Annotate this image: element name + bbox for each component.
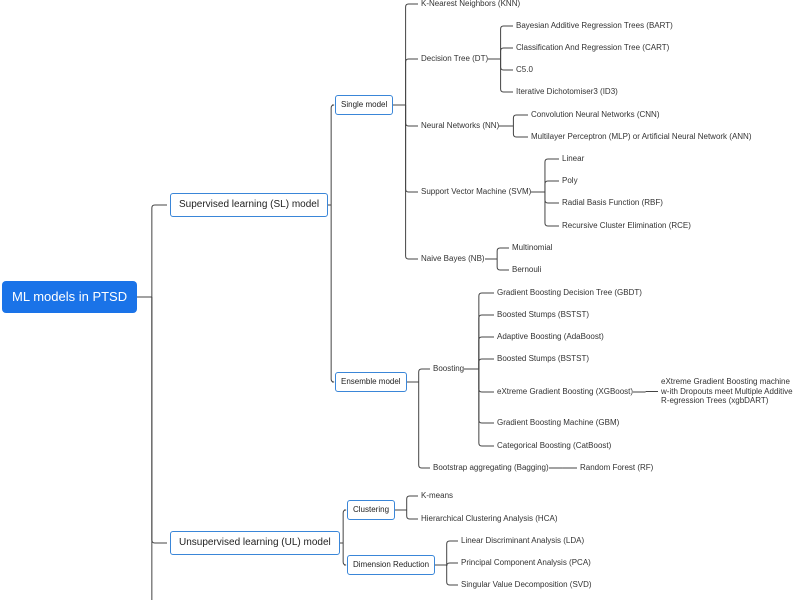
connector-dimred-svd [446, 565, 458, 586]
connector-sl-ensemble [330, 205, 335, 383]
connector-boosting-gbdt [478, 292, 494, 369]
connector-clustering-hca [406, 510, 418, 520]
node-cart[interactable]: Classification And Regression Tree (CART… [516, 43, 670, 52]
node-dimension-reduction[interactable]: Dimension Reduction [347, 555, 436, 575]
node-svm[interactable]: Support Vector Machine (SVM) [421, 187, 532, 196]
connector-single-dt [405, 58, 418, 105]
connector-nn-mlp [512, 126, 528, 138]
connector-dt-cart [500, 47, 513, 59]
connector-svm-linear [544, 158, 559, 192]
node-bernouli[interactable]: Bernouli [512, 265, 542, 274]
connector-single-nb [405, 105, 418, 260]
node-k-means[interactable]: K-means [421, 491, 454, 500]
connector-boosting-bstst2 [478, 358, 494, 369]
node-c50[interactable]: C5.0 [516, 65, 533, 74]
node-linear[interactable]: Linear [562, 154, 585, 163]
node-pca[interactable]: Principal Component Analysis (PCA) [461, 558, 591, 567]
connector-single-knn [405, 3, 418, 105]
connector-nb-bernouli [496, 259, 509, 271]
node-xgbdart[interactable]: eXtreme Gradient Boosting machine w-ith … [661, 377, 793, 405]
connector-svm-rbf [544, 192, 559, 204]
connector-svm-rce [544, 192, 559, 227]
connector-single-svm [405, 105, 418, 193]
connector-boosting-adaboost [478, 336, 494, 369]
node-lda[interactable]: Linear Discriminant Analysis (LDA) [461, 536, 585, 545]
node-mlp[interactable]: Multilayer Perceptron (MLP) or Artificia… [531, 132, 752, 141]
node-multinomial[interactable]: Multinomial [512, 243, 553, 252]
node-xgboost[interactable]: eXtreme Gradient Boosting (XGBoost) [497, 387, 634, 396]
connector-dimred-lda [446, 540, 458, 565]
connector-dt-id3 [500, 59, 513, 93]
node-random-forest[interactable]: Random Forest (RF) [580, 463, 654, 472]
connector-root-ul [151, 297, 167, 544]
node-id3[interactable]: Iterative Dichotomiser3 (ID3) [516, 87, 618, 96]
connector-ul-clustering [342, 509, 347, 543]
node-unsupervised-learning[interactable]: Unsupervised learning (UL) model [170, 531, 340, 555]
connector-root-sl [151, 204, 167, 297]
connector-sl-single [330, 104, 335, 205]
node-knn[interactable]: K-Nearest Neighbors (KNN) [421, 0, 521, 8]
connector-boosting-catboost [478, 369, 494, 447]
node-rce[interactable]: Recursive Cluster Elimination (RCE) [562, 221, 691, 230]
node-boosted-stumps-1[interactable]: Boosted Stumps (BSTST) [497, 310, 590, 319]
connector-dt-c50 [500, 59, 513, 71]
node-poly[interactable]: Poly [562, 176, 578, 185]
node-neural-networks[interactable]: Neural Networks (NN) [421, 121, 500, 130]
connector-single-nn [405, 105, 418, 127]
node-boosted-stumps-2[interactable]: Boosted Stumps (BSTST) [497, 354, 590, 363]
node-ensemble-model[interactable]: Ensemble model [335, 372, 407, 392]
node-adaboost[interactable]: Adaptive Boosting (AdaBoost) [497, 332, 604, 341]
connector-boosting-bstst1 [478, 314, 494, 369]
node-rbf[interactable]: Radial Basis Function (RBF) [562, 198, 663, 207]
node-single-model[interactable]: Single model [335, 95, 394, 115]
connector-dimred-pca [446, 562, 458, 567]
connector-ensemble-boosting [418, 368, 430, 382]
node-svd[interactable]: Singular Value Decomposition (SVD) [461, 580, 592, 589]
connector-ul-dimred [342, 543, 347, 566]
connector-ensemble-bagging [418, 382, 430, 469]
node-gbm[interactable]: Gradient Boosting Machine (GBM) [497, 418, 620, 427]
connector-boosting-gbm [478, 369, 494, 424]
node-cnn[interactable]: Convolution Neural Networks (CNN) [531, 110, 660, 119]
node-naive-bayes[interactable]: Naive Bayes (NB) [421, 254, 485, 263]
node-bart[interactable]: Bayesian Additive Regression Trees (BART… [516, 21, 673, 30]
node-boosting[interactable]: Boosting [433, 364, 465, 373]
connector-nn-cnn [512, 114, 528, 126]
node-decision-tree[interactable]: Decision Tree (DT) [421, 54, 489, 63]
connector-dt-bart [500, 25, 513, 59]
node-clustering[interactable]: Clustering [347, 500, 396, 520]
node-hca[interactable]: Hierarchical Clustering Analysis (HCA) [421, 514, 558, 523]
connector-svm-poly [544, 180, 559, 192]
connector-clustering-kmeans [406, 495, 418, 510]
root-node-ml-models-in-ptsd[interactable]: ML models in PTSD [2, 281, 138, 313]
node-supervised-learning[interactable]: Supervised learning (SL) model [170, 193, 329, 217]
connector-boosting-xgboost [478, 369, 494, 393]
node-gbdt[interactable]: Gradient Boosting Decision Tree (GBDT) [497, 288, 642, 297]
node-bagging[interactable]: Bootstrap aggregating (Bagging) [433, 463, 549, 472]
connector-nb-multinomial [496, 247, 509, 259]
node-catboost[interactable]: Categorical Boosting (CatBoost) [497, 441, 612, 450]
